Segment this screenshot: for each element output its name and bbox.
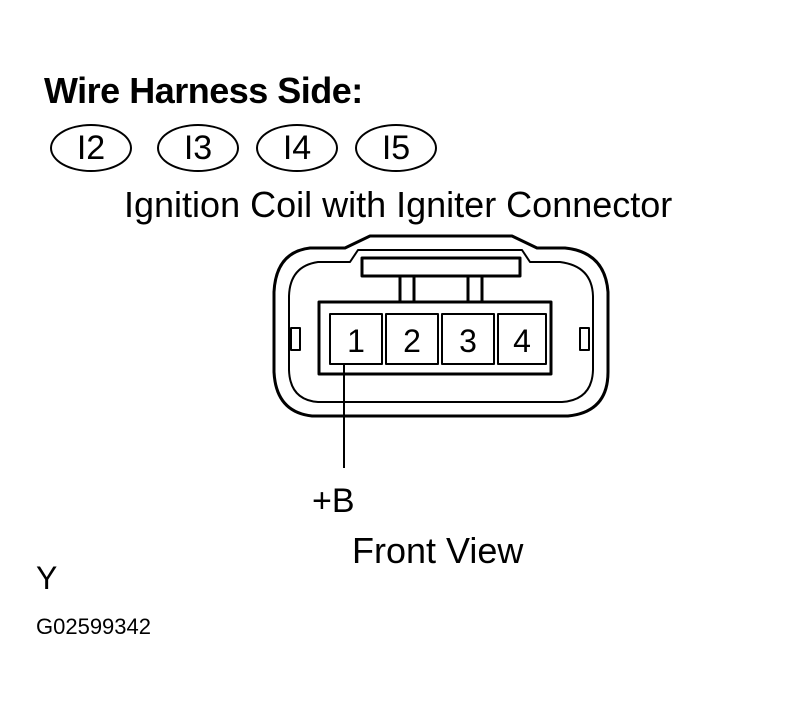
- pin-cell: [497, 313, 547, 365]
- connector-housing-outer: [272, 234, 610, 418]
- connector-code: I5: [381, 128, 411, 167]
- pin-number: 4: [513, 323, 531, 359]
- pin-cell: [329, 313, 383, 365]
- connector-name: Ignition Coil with Igniter Connector: [124, 184, 673, 225]
- latch-bar: [360, 256, 522, 278]
- pin-number: 1: [347, 323, 365, 359]
- pin-number: 3: [459, 323, 477, 359]
- pin-number: 2: [403, 323, 421, 359]
- terminal-label: +B: [312, 482, 355, 520]
- connector-code: I3: [183, 128, 213, 167]
- side-notch-right: [579, 327, 590, 351]
- connector-code-oval: I2: [50, 124, 132, 172]
- pin-cell: [385, 313, 439, 365]
- connector-code-oval: I3: [157, 124, 239, 172]
- figure-code: G02599342: [36, 614, 151, 639]
- corner-letter: Y: [36, 560, 58, 596]
- side-notch-left: [290, 327, 301, 351]
- connector-code: I4: [282, 128, 312, 167]
- connector-housing-inner: [288, 249, 594, 403]
- connector-code: I2: [76, 128, 106, 167]
- view-label: Front View: [352, 530, 524, 571]
- heading: Wire Harness Side:: [44, 70, 363, 111]
- connector-code-oval: I4: [256, 124, 338, 172]
- pin-cell: [441, 313, 495, 365]
- pin-cavity-frame: [317, 300, 553, 376]
- connector-code-oval: I5: [355, 124, 437, 172]
